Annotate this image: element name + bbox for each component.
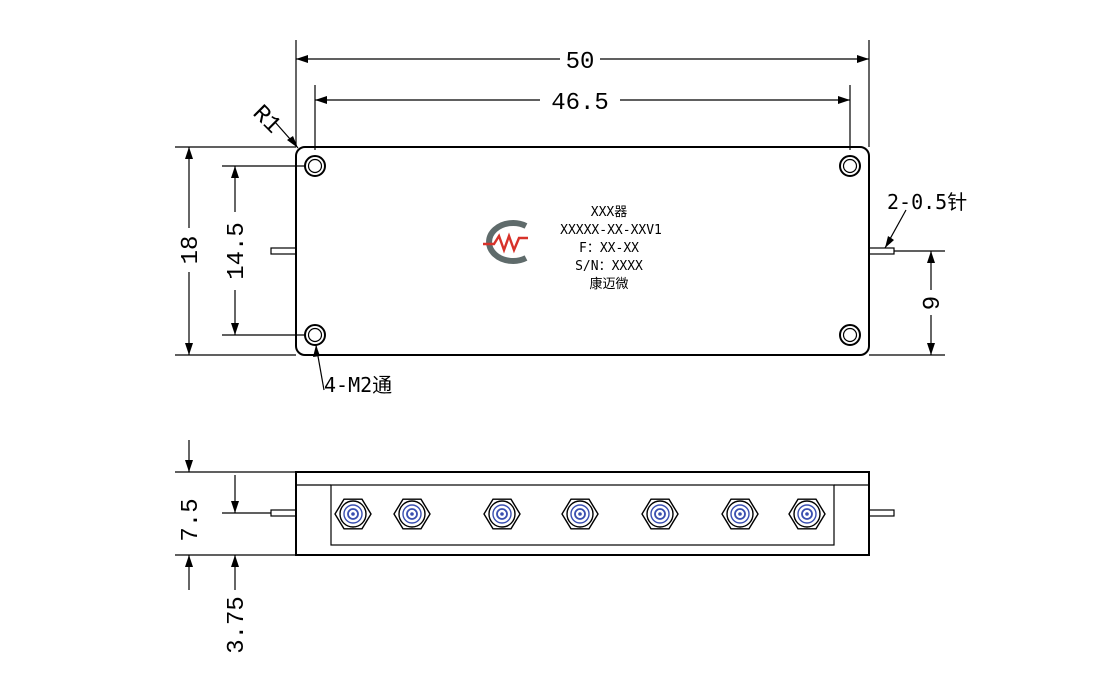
pin-left-side [270,509,297,517]
rf-connector [334,498,372,530]
connector-row [334,498,826,530]
dimension-overall-length: 50 [295,40,870,147]
dimension-pin-offset: 9 [869,250,947,356]
dimension-hole-spacing-length: 46.5 [314,85,851,150]
top-view: XXX器 XXXXX-XX-XXV1 F：XX-XX S/N：XXXX 康迈微 … [175,40,967,397]
dimension-value: R1 [246,100,285,139]
callout-text: 4-M2通 [324,373,392,397]
label-line-4: S/N：XXXX [575,259,643,274]
dimension-value: 18 [178,236,205,265]
pin-right [868,247,895,255]
dimension-thickness: 7.5 [175,440,296,590]
dimension-value: 3.75 [224,596,251,654]
callout-text: 2-0.5针 [887,190,967,214]
dimension-value: 46.5 [551,90,609,117]
dimension-pin-height: 3.75 [222,475,271,654]
dimension-hole-spacing-height: 14.5 [222,165,305,336]
callout-pins: 2-0.5针 [884,190,967,249]
dimension-overall-height: 18 [175,146,296,356]
dimension-corner-radius: R1 [246,100,299,149]
label-line-3: F：XX-XX [579,241,639,256]
pin-left [270,247,297,255]
mounting-hole [304,324,326,346]
mounting-hole [839,155,861,177]
mounting-hole [839,324,861,346]
rf-connector [483,498,521,530]
dimension-value: 9 [920,296,947,310]
rf-connector [561,498,599,530]
pin-right-side [868,509,895,517]
rf-connector [393,498,431,530]
label-line-5: 康迈微 [589,276,628,292]
rf-connector [721,498,759,530]
company-logo [483,220,528,264]
dimension-value: 14.5 [224,222,251,280]
dimension-value: 50 [566,49,595,76]
callout-mounting-holes: 4-M2通 [313,344,392,397]
label-line-2: XXXXX-XX-XXV1 [560,223,662,238]
dimension-value: 7.5 [178,498,205,541]
rf-connector [641,498,679,530]
side-view: 7.5 3.75 [175,440,895,654]
label-line-1: XXX器 [591,205,627,220]
mounting-hole [304,155,326,177]
rf-connector [788,498,826,530]
recess-outline [330,484,835,546]
